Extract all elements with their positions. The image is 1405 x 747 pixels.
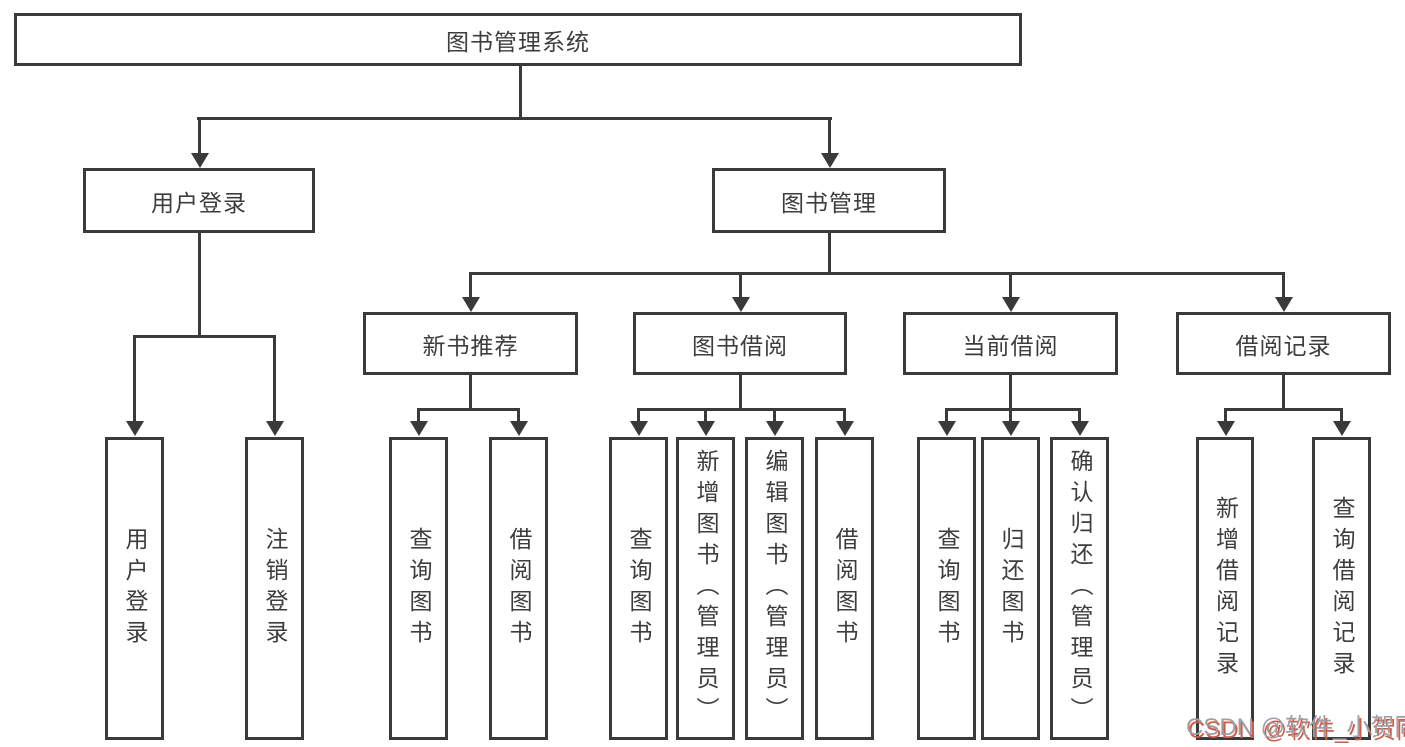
arrow-leaf: [637, 408, 640, 421]
connector-recommend-split: [417, 408, 520, 411]
leaf-query-borrow-record: 查询借阅记录: [1312, 437, 1371, 740]
arrow-to-book-management: [828, 117, 831, 153]
arrow-leaf: [1340, 408, 1343, 421]
leaf-user-login: 用户登录: [105, 437, 164, 740]
connector-book-management-drop: [828, 233, 831, 274]
connector-root-drop: [519, 64, 522, 119]
node-user-login: 用户登录: [83, 168, 315, 233]
arrow-leaf: [1224, 408, 1227, 421]
leaf-add-borrow-record: 新增借阅记录: [1196, 437, 1254, 740]
watermark: CSDN @软件_小贺同学: [1186, 714, 1405, 741]
leaf-logout: 注销登录: [245, 437, 304, 740]
arrow-to-leaf-logout: [273, 335, 276, 421]
arrow-leaf: [417, 408, 420, 421]
connector-l2-split: [197, 117, 832, 120]
node-book-management: 图书管理: [712, 168, 946, 233]
connector-recommend-drop: [469, 375, 472, 411]
node-borrow-records: 借阅记录: [1176, 312, 1391, 375]
leaf-current-query-books: 查询图书: [917, 437, 976, 740]
connector-borrow-split: [637, 408, 846, 411]
node-root: 图书管理系统: [14, 13, 1022, 66]
arrow-to-book-borrow: [739, 272, 742, 297]
arrow-leaf: [843, 408, 846, 421]
arrow-to-user-login: [198, 117, 201, 153]
arrow-to-current-borrow: [1009, 272, 1012, 297]
leaf-recommend-borrow-books: 借阅图书: [489, 437, 548, 740]
node-new-book-recommend: 新书推荐: [363, 312, 578, 375]
connector-current-split: [945, 408, 1081, 411]
arrow-to-new-book-recommend: [469, 272, 472, 297]
connector-current-drop: [1009, 375, 1012, 411]
arrow-leaf: [1078, 408, 1081, 421]
connector-user-login-drop: [198, 233, 201, 338]
connector-l3-split: [469, 272, 1285, 275]
connector-user-login-split: [133, 335, 275, 338]
arrow-leaf: [773, 408, 776, 421]
connector-borrow-drop: [739, 375, 742, 411]
connector-records-split: [1224, 408, 1343, 411]
node-book-borrow: 图书借阅: [633, 312, 847, 375]
connector-records-drop: [1282, 375, 1285, 411]
leaf-edit-books-admin: 编辑图书（管理员）: [745, 437, 804, 740]
arrow-leaf: [1009, 408, 1012, 421]
leaf-add-books-admin: 新增图书（管理员）: [676, 437, 735, 740]
leaf-recommend-query-books: 查询图书: [389, 437, 448, 740]
arrow-leaf: [704, 408, 707, 421]
arrow-to-leaf-user-login: [133, 335, 136, 421]
arrow-leaf: [945, 408, 948, 421]
arrow-leaf: [517, 408, 520, 421]
leaf-borrow-query-books: 查询图书: [609, 437, 668, 740]
node-current-borrow: 当前借阅: [903, 312, 1118, 375]
leaf-confirm-return-admin: 确认归还（管理员）: [1050, 437, 1109, 740]
arrow-to-borrow-records: [1282, 272, 1285, 297]
leaf-borrow-books: 借阅图书: [815, 437, 874, 740]
leaf-return-books: 归还图书: [981, 437, 1040, 740]
